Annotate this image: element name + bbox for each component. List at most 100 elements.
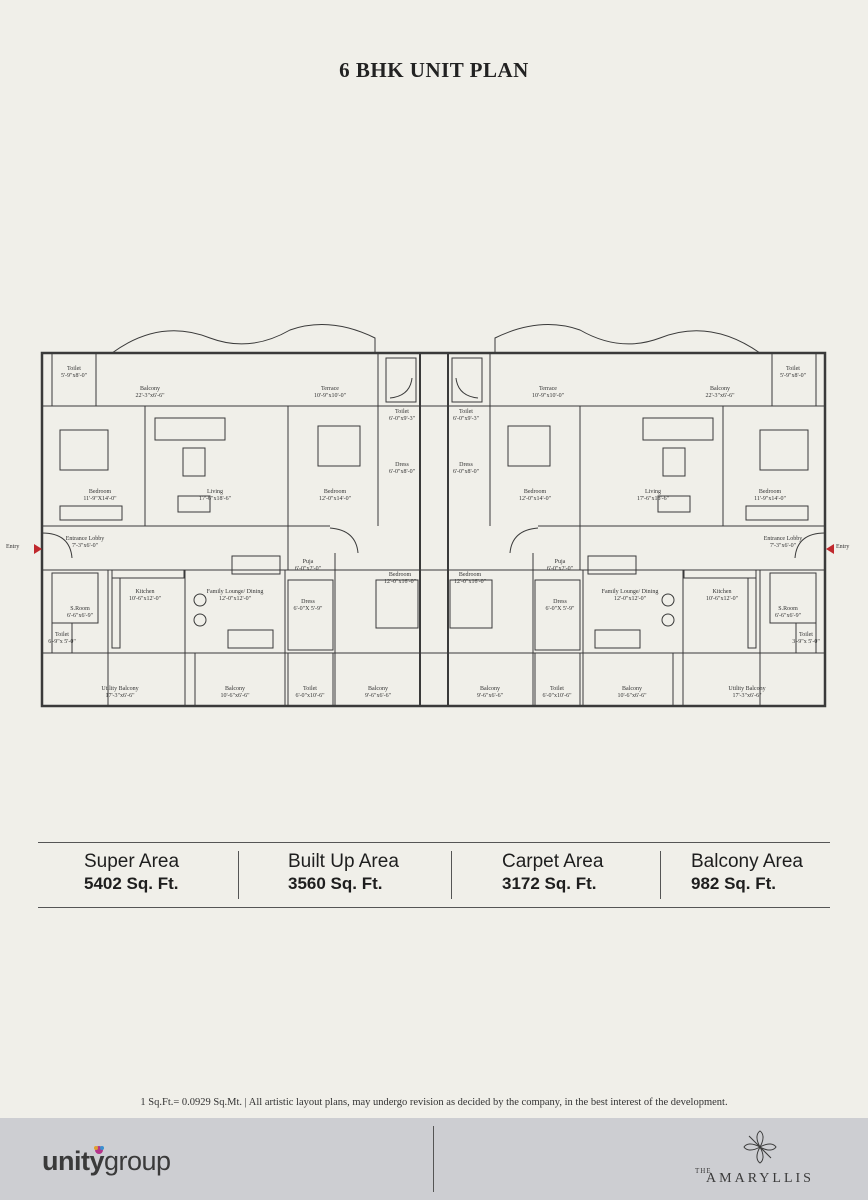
room-name: Family Lounge/ Dining xyxy=(207,589,264,595)
area-label: Carpet Area xyxy=(502,851,604,872)
room-name: Balcony xyxy=(368,686,388,692)
room-name: Entrance Lobby xyxy=(764,536,802,542)
brand-dot-icon xyxy=(94,1146,104,1154)
room-dimension: 17'-3"x6'-6" xyxy=(732,693,762,699)
room-name: Balcony xyxy=(710,386,730,392)
room-dimension: 17'-3"x6'-6" xyxy=(105,693,135,699)
area-label: Built Up Area xyxy=(288,851,399,872)
room-dimension: 6'-0"x10'-6" xyxy=(295,693,325,699)
room-name: Balcony xyxy=(140,386,160,392)
room-name: Bedroom xyxy=(89,489,112,495)
room-dimension: 10'-6"x12'-0" xyxy=(129,596,162,602)
room-dimension: 22'-3"x6'-6" xyxy=(135,393,165,399)
room-name: Toilet xyxy=(55,632,69,638)
room-dimension: 10'-6"x6'-6" xyxy=(617,693,647,699)
area-divider xyxy=(451,851,452,899)
room-dimension: 12'-0"x16'-0" xyxy=(384,579,417,585)
room-name: Dress xyxy=(459,462,473,468)
area-divider xyxy=(238,851,239,899)
room-name: Terrace xyxy=(321,386,339,392)
room-name: Utility Balcony xyxy=(728,686,765,692)
room-dimension: 6'-0"x8'-0" xyxy=(389,469,416,475)
room-name: Toilet xyxy=(786,366,800,372)
room-name: Terrace xyxy=(539,386,557,392)
brand-left-light: group xyxy=(104,1146,171,1176)
room-name: Family Lounge/ Dining xyxy=(602,589,659,595)
room-name: Dress xyxy=(553,599,567,605)
room-dimension: 12'-0"x12'-0" xyxy=(614,596,647,602)
room-dimension: 22'-3"x6'-6" xyxy=(705,393,735,399)
amaryllis-flower-icon xyxy=(743,1130,777,1164)
room-name: Bedroom xyxy=(459,572,482,578)
room-name: Bedroom xyxy=(759,489,782,495)
room-name: Balcony xyxy=(622,686,642,692)
room-dimension: 6'-0"x10'-6" xyxy=(542,693,572,699)
room-name: Toilet xyxy=(799,632,813,638)
room-dimension: 10'-9"x10'-0" xyxy=(532,393,565,399)
room-name: Bedroom xyxy=(389,572,412,578)
room-dimension: 6'-0"x2'-0" xyxy=(295,566,322,572)
room-dimension: 6'-6"x6'-9" xyxy=(775,613,802,619)
entry-arrow-icon xyxy=(826,544,834,554)
room-dimension: 6'-6"x6'-9" xyxy=(67,613,94,619)
brand-right-prefix: THE xyxy=(695,1167,712,1175)
room-dimension: 6'-0"x2'-0" xyxy=(547,566,574,572)
room-dimension: 17'-6"x18'-6" xyxy=(199,496,232,502)
area-value: 3560 Sq. Ft. xyxy=(288,874,383,893)
room-name: S.Room xyxy=(778,606,798,612)
room-name: Puja xyxy=(303,559,314,565)
room-name: Utility Balcony xyxy=(101,686,138,692)
room-dimension: 6'-0"X 5'-9" xyxy=(294,606,323,612)
room-dimension: 11'-9"x14'-0" xyxy=(754,496,786,502)
room-dimension: 5'-9"x8'-0" xyxy=(780,373,807,379)
area-value: 5402 Sq. Ft. xyxy=(84,874,179,893)
room-name: Balcony xyxy=(225,686,245,692)
footer-divider xyxy=(433,1126,434,1192)
brand-left-bold: unity xyxy=(42,1146,105,1176)
room-dimension: 11'-9"X14'-0" xyxy=(83,496,117,502)
area-value: 982 Sq. Ft. xyxy=(691,874,777,893)
room-name: Entrance Lobby xyxy=(66,536,104,542)
room-name: Living xyxy=(645,489,661,495)
entry-left-label: Entry xyxy=(6,544,19,550)
room-name: Toilet xyxy=(550,686,564,692)
room-name: Kitchen xyxy=(136,589,155,595)
room-name: Toilet xyxy=(459,409,473,415)
page-title: 6 BHK UNIT PLAN xyxy=(339,58,529,82)
room-dimension: 6'-0"x9'-3" xyxy=(453,416,480,422)
built-up-area: Built Up Area 3560 Sq. Ft. xyxy=(288,851,399,895)
room-dimension: 6'-0"x9'-3" xyxy=(389,416,416,422)
room-name: Puja xyxy=(555,559,566,565)
area-summary: Super Area 5402 Sq. Ft. Built Up Area 35… xyxy=(38,842,830,908)
room-dimension: 9'-6"x6'-6" xyxy=(477,693,504,699)
room-name: Toilet xyxy=(67,366,81,372)
room-dimension: 7'-3"x6'-0" xyxy=(72,543,99,549)
room-dimension: 12'-0"x14'-0" xyxy=(319,496,352,502)
room-name: Living xyxy=(207,489,223,495)
room-name: Bedroom xyxy=(524,489,547,495)
room-name: Bedroom xyxy=(324,489,347,495)
room-dimension: 5'-9"x8'-0" xyxy=(61,373,88,379)
room-dimension: 9'-6"x6'-6" xyxy=(365,693,392,699)
room-name: Toilet xyxy=(395,409,409,415)
brand-right-name: AMARYLLIS xyxy=(706,1171,814,1186)
carpet-area: Carpet Area 3172 Sq. Ft. xyxy=(502,851,603,895)
entry-arrow-icon xyxy=(34,544,42,554)
room-dimension: 12'-0"x12'-0" xyxy=(219,596,252,602)
room-name: Dress xyxy=(395,462,409,468)
room-dimension: 6'-0"X 5'-9" xyxy=(546,606,575,612)
room-dimension: 10'-6"x12'-0" xyxy=(706,596,739,602)
room-dimension: 10'-6"x6'-6" xyxy=(220,693,250,699)
room-dimension: 3'-9"x 5'-0" xyxy=(792,639,820,645)
room-dimension: 6'-0"x8'-0" xyxy=(453,469,480,475)
area-divider xyxy=(660,851,661,899)
footer: unitygroup THE AMARYLLIS xyxy=(0,1118,868,1200)
area-label: Balcony Area xyxy=(691,851,803,872)
room-dimension: 12'-0"x14'-0" xyxy=(519,496,552,502)
room-dimension: 17'-6"x18'-6" xyxy=(637,496,670,502)
room-name: Kitchen xyxy=(713,589,732,595)
entry-right-label: Entry xyxy=(836,544,849,550)
room-dimension: 6'-9"x 5'-0" xyxy=(48,639,76,645)
area-value: 3172 Sq. Ft. xyxy=(502,874,597,893)
